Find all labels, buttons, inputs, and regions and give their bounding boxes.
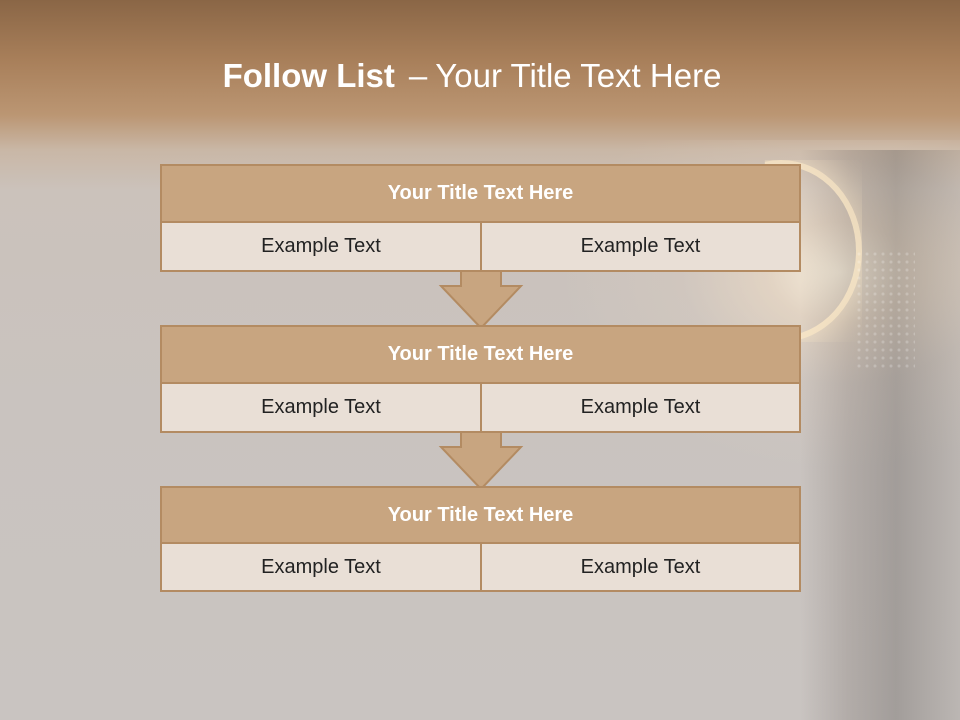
block-header: Your Title Text Here bbox=[160, 325, 801, 384]
list-block-3: Your Title Text Here Example Text Exampl… bbox=[160, 486, 801, 592]
title-rest: Your Title Text Here bbox=[435, 57, 722, 94]
slide-title: Follow List–Your Title Text Here bbox=[0, 52, 944, 100]
title-separator: – bbox=[408, 57, 428, 94]
block-header: Your Title Text Here bbox=[160, 164, 801, 223]
block-cell-right: Example Text bbox=[480, 542, 801, 592]
spotlight-grille bbox=[855, 250, 915, 370]
title-bold: Follow List bbox=[222, 57, 395, 94]
block-cell-right: Example Text bbox=[480, 382, 801, 433]
list-block-1: Your Title Text Here Example Text Exampl… bbox=[160, 164, 801, 272]
block-cell-right: Example Text bbox=[480, 221, 801, 272]
down-arrow-icon bbox=[438, 270, 524, 330]
block-cell-left: Example Text bbox=[160, 221, 482, 272]
down-arrow-icon bbox=[438, 431, 524, 491]
block-cell-left: Example Text bbox=[160, 382, 482, 433]
block-header: Your Title Text Here bbox=[160, 486, 801, 544]
block-cell-left: Example Text bbox=[160, 542, 482, 592]
list-block-2: Your Title Text Here Example Text Exampl… bbox=[160, 325, 801, 433]
